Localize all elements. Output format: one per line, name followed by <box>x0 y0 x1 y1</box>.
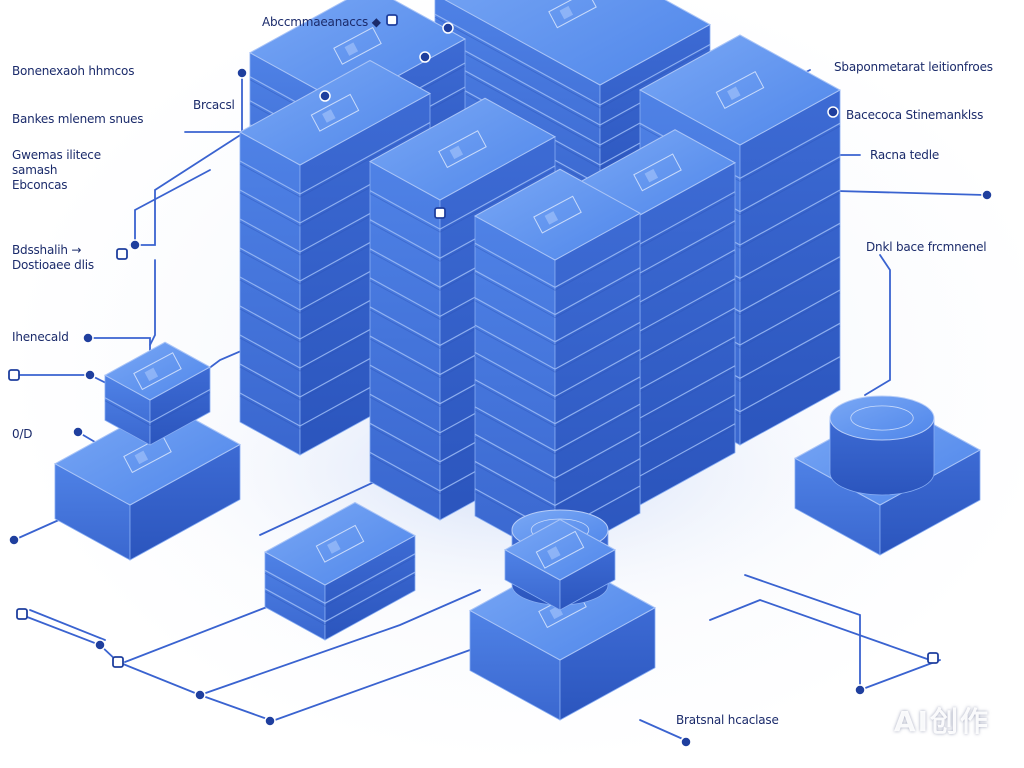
callout-right-1: Racna tedle <box>870 148 940 162</box>
connector-line <box>134 169 211 246</box>
callout-left-1: Bonenexaoh hhmcos <box>12 64 135 78</box>
connector-line <box>199 589 481 696</box>
callout-left-6: 0/D <box>12 427 33 441</box>
connector-line <box>129 131 246 246</box>
connector-dot-icon <box>194 689 206 701</box>
connector-line <box>149 259 156 346</box>
connector-dot-icon <box>82 332 94 344</box>
connector-dots <box>8 14 993 748</box>
connector-dot-icon <box>981 189 993 201</box>
connector-square-icon <box>434 207 446 219</box>
callout-top-right-2: Bacecoca Stinemanklss <box>846 108 984 122</box>
database-cylinder-right <box>829 395 935 496</box>
connector-dot-icon <box>827 106 839 118</box>
server-blocks <box>53 0 982 721</box>
connector-dot-icon <box>419 51 431 63</box>
connector-line <box>29 609 106 641</box>
server-tower-center <box>473 168 642 561</box>
connector-line <box>639 719 686 741</box>
connector-square-icon <box>927 652 939 664</box>
connector-line <box>13 374 111 386</box>
callout-left-2: Bankes mlenem snues <box>12 112 144 126</box>
connector-line <box>709 599 931 661</box>
connector-dot-icon <box>854 684 866 696</box>
callout-top-center: Abccmmaeanaccs ◆ <box>262 15 381 29</box>
connector-dot-icon <box>94 639 106 651</box>
storage-unit-front-center-mid <box>503 518 617 611</box>
connector-dot-icon <box>236 67 248 79</box>
connector-dot-icon <box>8 534 20 546</box>
callout-left-5: Ihenecald <box>12 330 69 344</box>
connector-dot-icon <box>84 369 96 381</box>
connector-line <box>744 574 861 691</box>
connector-dot-icon <box>680 736 692 748</box>
connector-dot-icon <box>264 715 276 727</box>
callout-top-right-1: Sbaponmetarat leitionfroes <box>834 60 993 74</box>
connector-square-icon <box>16 608 28 620</box>
connector-line <box>274 649 471 721</box>
connector-line <box>859 659 941 691</box>
connector-dot-icon <box>319 90 331 102</box>
connector-dot-icon <box>442 22 454 34</box>
storage-unit-left-base <box>53 402 242 561</box>
connector-square-icon <box>112 656 124 668</box>
callout-left-3: Gwemas ilitece samash Ebconcas <box>12 148 101 192</box>
connector-dot-icon <box>129 239 141 251</box>
callout-left-small: Brcacsl <box>193 98 235 112</box>
callout-bottom: Bratsnal hcaclase <box>676 713 779 727</box>
callout-left-4: Bdsshalih → Dostioaee dlis <box>12 243 94 272</box>
callout-right-2: Dnkl bace frcmnenel <box>866 240 987 254</box>
storage-unit-front-center <box>468 557 657 721</box>
ai-watermark: AI创作 <box>893 705 990 738</box>
storage-unit-front-left <box>263 501 417 641</box>
connector-square-icon <box>386 14 398 26</box>
connector-square-icon <box>8 369 20 381</box>
storage-unit-left-top <box>103 341 212 446</box>
connector-dot-icon <box>72 426 84 438</box>
connector-line <box>864 254 891 396</box>
connector-square-icon <box>116 248 128 260</box>
connector-line <box>21 614 271 721</box>
